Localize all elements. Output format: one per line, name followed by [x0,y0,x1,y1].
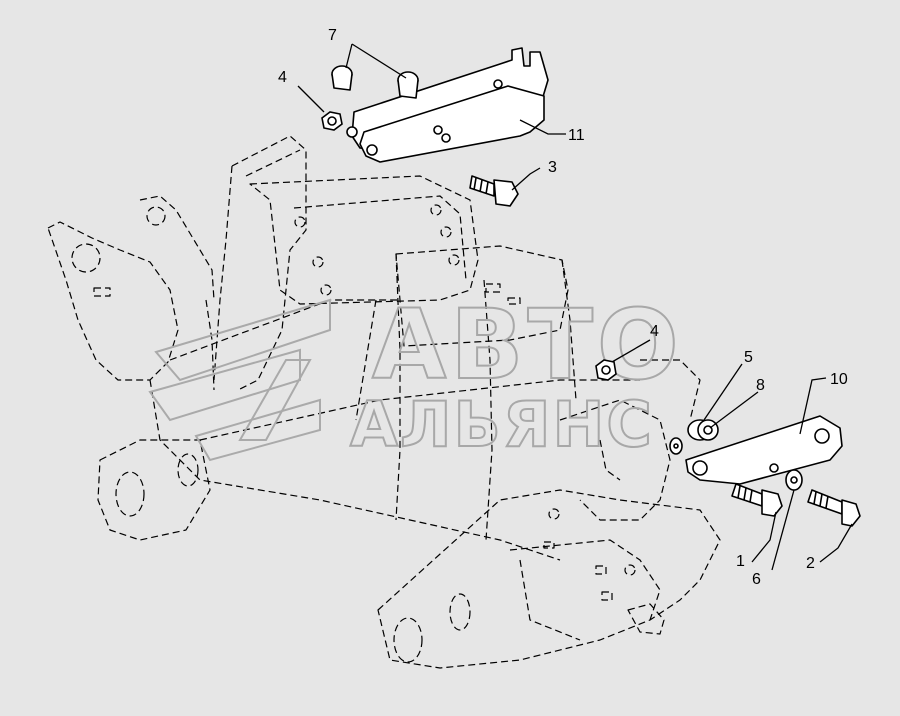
part-washer-left [669,437,683,455]
callout-1: 1 [736,553,745,570]
part-4-nut-upper [321,111,343,131]
callout-4-upper: 4 [278,69,287,86]
callout-4-lower: 4 [650,323,659,340]
watermark-logo: АВТО АЛЬЯНС [148,288,683,462]
callout-2: 2 [806,555,815,572]
watermark-line2: АЛЬЯНС [350,388,654,461]
part-1-bolt [731,483,783,517]
callout-8: 8 [756,377,765,394]
part-7-bushings [331,65,419,99]
part-3-bolt [469,175,519,207]
leader-lines [297,43,853,571]
part-6-washer [785,469,803,491]
callout-11: 11 [568,127,585,144]
watermark-line1: АВТО [372,289,683,401]
callout-6: 6 [752,571,761,588]
frame-assembly-dashed [47,135,721,669]
part-5-8-bushing [687,419,719,441]
part-11-bracket-plate [346,47,549,163]
callout-labels: 7 4 11 3 4 5 8 10 1 6 2 [278,27,848,588]
part-4-nut-lower [595,359,617,381]
callout-5: 5 [744,349,753,366]
callout-7: 7 [328,27,337,44]
callout-3: 3 [548,159,557,176]
part-10-plate [685,415,843,485]
part-2-bolt [807,489,861,527]
callout-10: 10 [830,371,848,388]
